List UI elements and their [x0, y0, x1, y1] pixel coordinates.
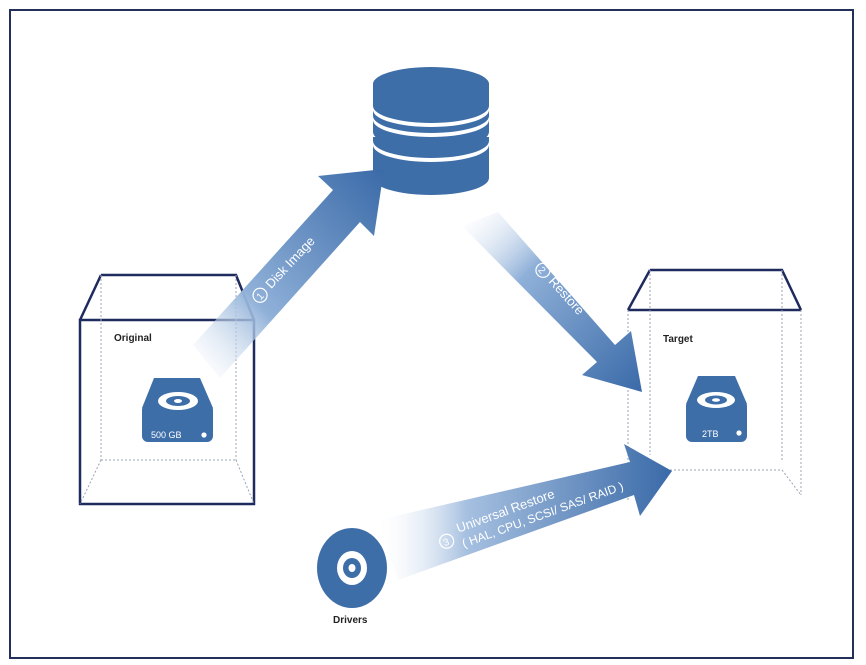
step-number-badge — [439, 533, 455, 549]
disk-image-step-number: 1 — [255, 291, 267, 303]
hard-drive-icon — [142, 378, 213, 442]
restore-arrow — [462, 212, 642, 392]
drivers-label: Drivers — [333, 615, 368, 626]
target-box — [626, 268, 803, 500]
step-number-badge — [252, 287, 268, 303]
universal-restore-step-number: 3 — [442, 537, 451, 549]
restore-step-number: 2 — [535, 265, 547, 277]
original-label: Original — [114, 333, 152, 344]
disk-image-arrow — [193, 169, 384, 378]
original-drive-label: 500 GB — [151, 430, 182, 440]
hard-drive-icon — [686, 376, 747, 442]
disc-icon — [317, 528, 387, 608]
database-icon — [373, 67, 489, 195]
target-drive-label: 2TB — [702, 429, 719, 439]
universal-restore-arrow — [378, 444, 672, 580]
target-label: Target — [663, 334, 693, 345]
step-number-badge — [535, 262, 551, 278]
